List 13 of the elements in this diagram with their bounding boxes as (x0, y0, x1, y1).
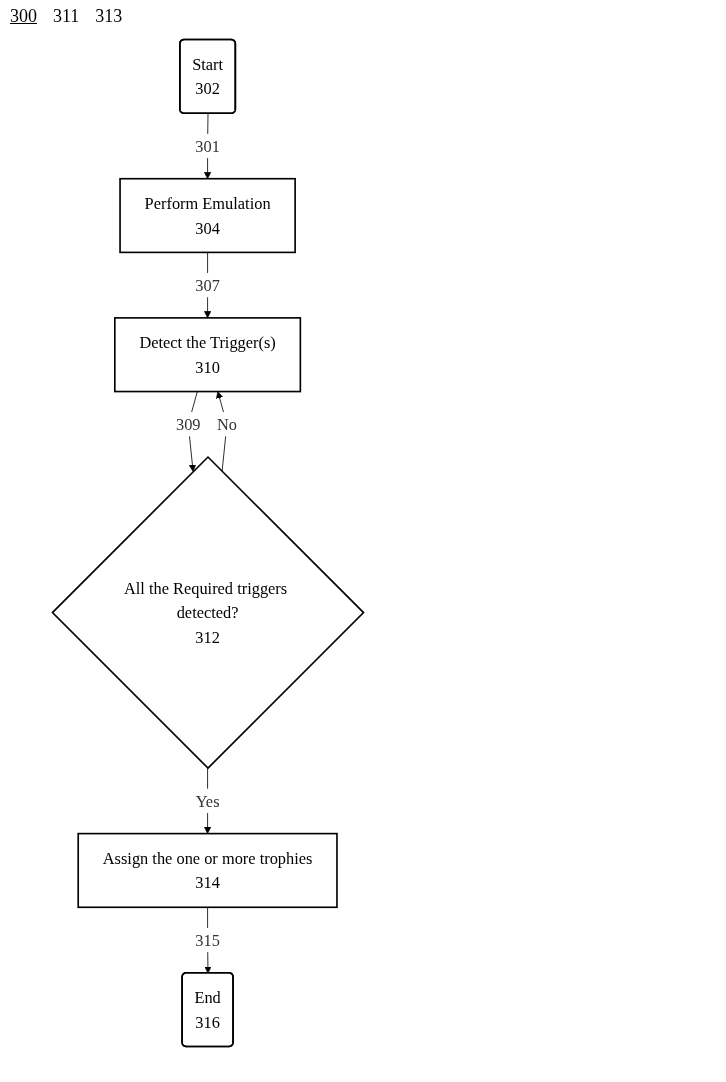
reference-number: 300 (10, 6, 37, 26)
edge-label: 307 (195, 276, 220, 295)
edge-label: Yes (195, 791, 220, 810)
node-diamond: All the Required triggers detected? 312 (51, 455, 365, 770)
node-box: Detect the Trigger(s) 310 (114, 317, 302, 393)
reference-number: 311 (53, 6, 80, 26)
edge-label: 315 (195, 931, 220, 950)
node-box: Assign the one or more trophies 314 (77, 832, 338, 909)
edge-label: 301 (195, 136, 220, 155)
edge-label: No (216, 415, 237, 434)
reference-number: 313 (95, 6, 123, 26)
edge-label: 309 (175, 415, 201, 434)
node-box: Perform Emulation 304 (119, 177, 296, 254)
